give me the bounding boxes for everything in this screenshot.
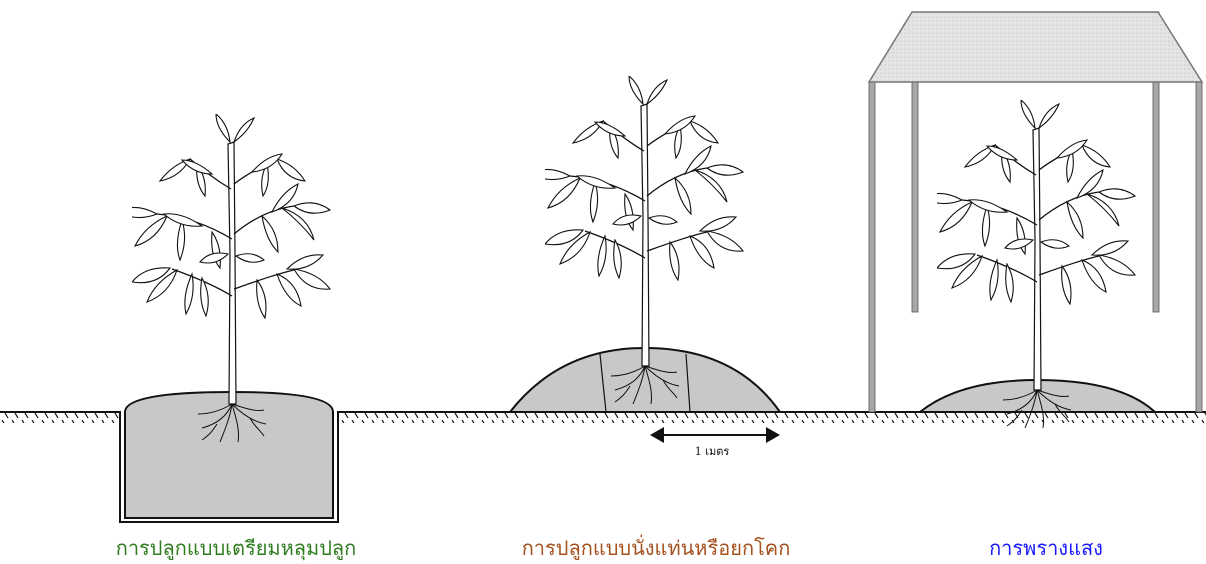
shade-net: [867, 11, 1204, 83]
caption-mound-method: การปลูกแบบนั่งแท่นหรือยกโคก: [521, 536, 791, 560]
caption-shade-method: การพรางแสง: [989, 536, 1103, 560]
pole: [868, 81, 876, 413]
pole: [1195, 81, 1203, 413]
planting-pit: [124, 390, 334, 519]
tree-shade: [937, 100, 1136, 429]
scale-bar: 1 เมตร: [650, 427, 780, 458]
scale-label: 1 เมตร: [695, 445, 730, 458]
caption-pit-method: การปลูกแบบเตรียมหลุมปลูก: [115, 536, 357, 560]
ground: [0, 411, 1206, 523]
shade-structure: [867, 11, 1204, 413]
